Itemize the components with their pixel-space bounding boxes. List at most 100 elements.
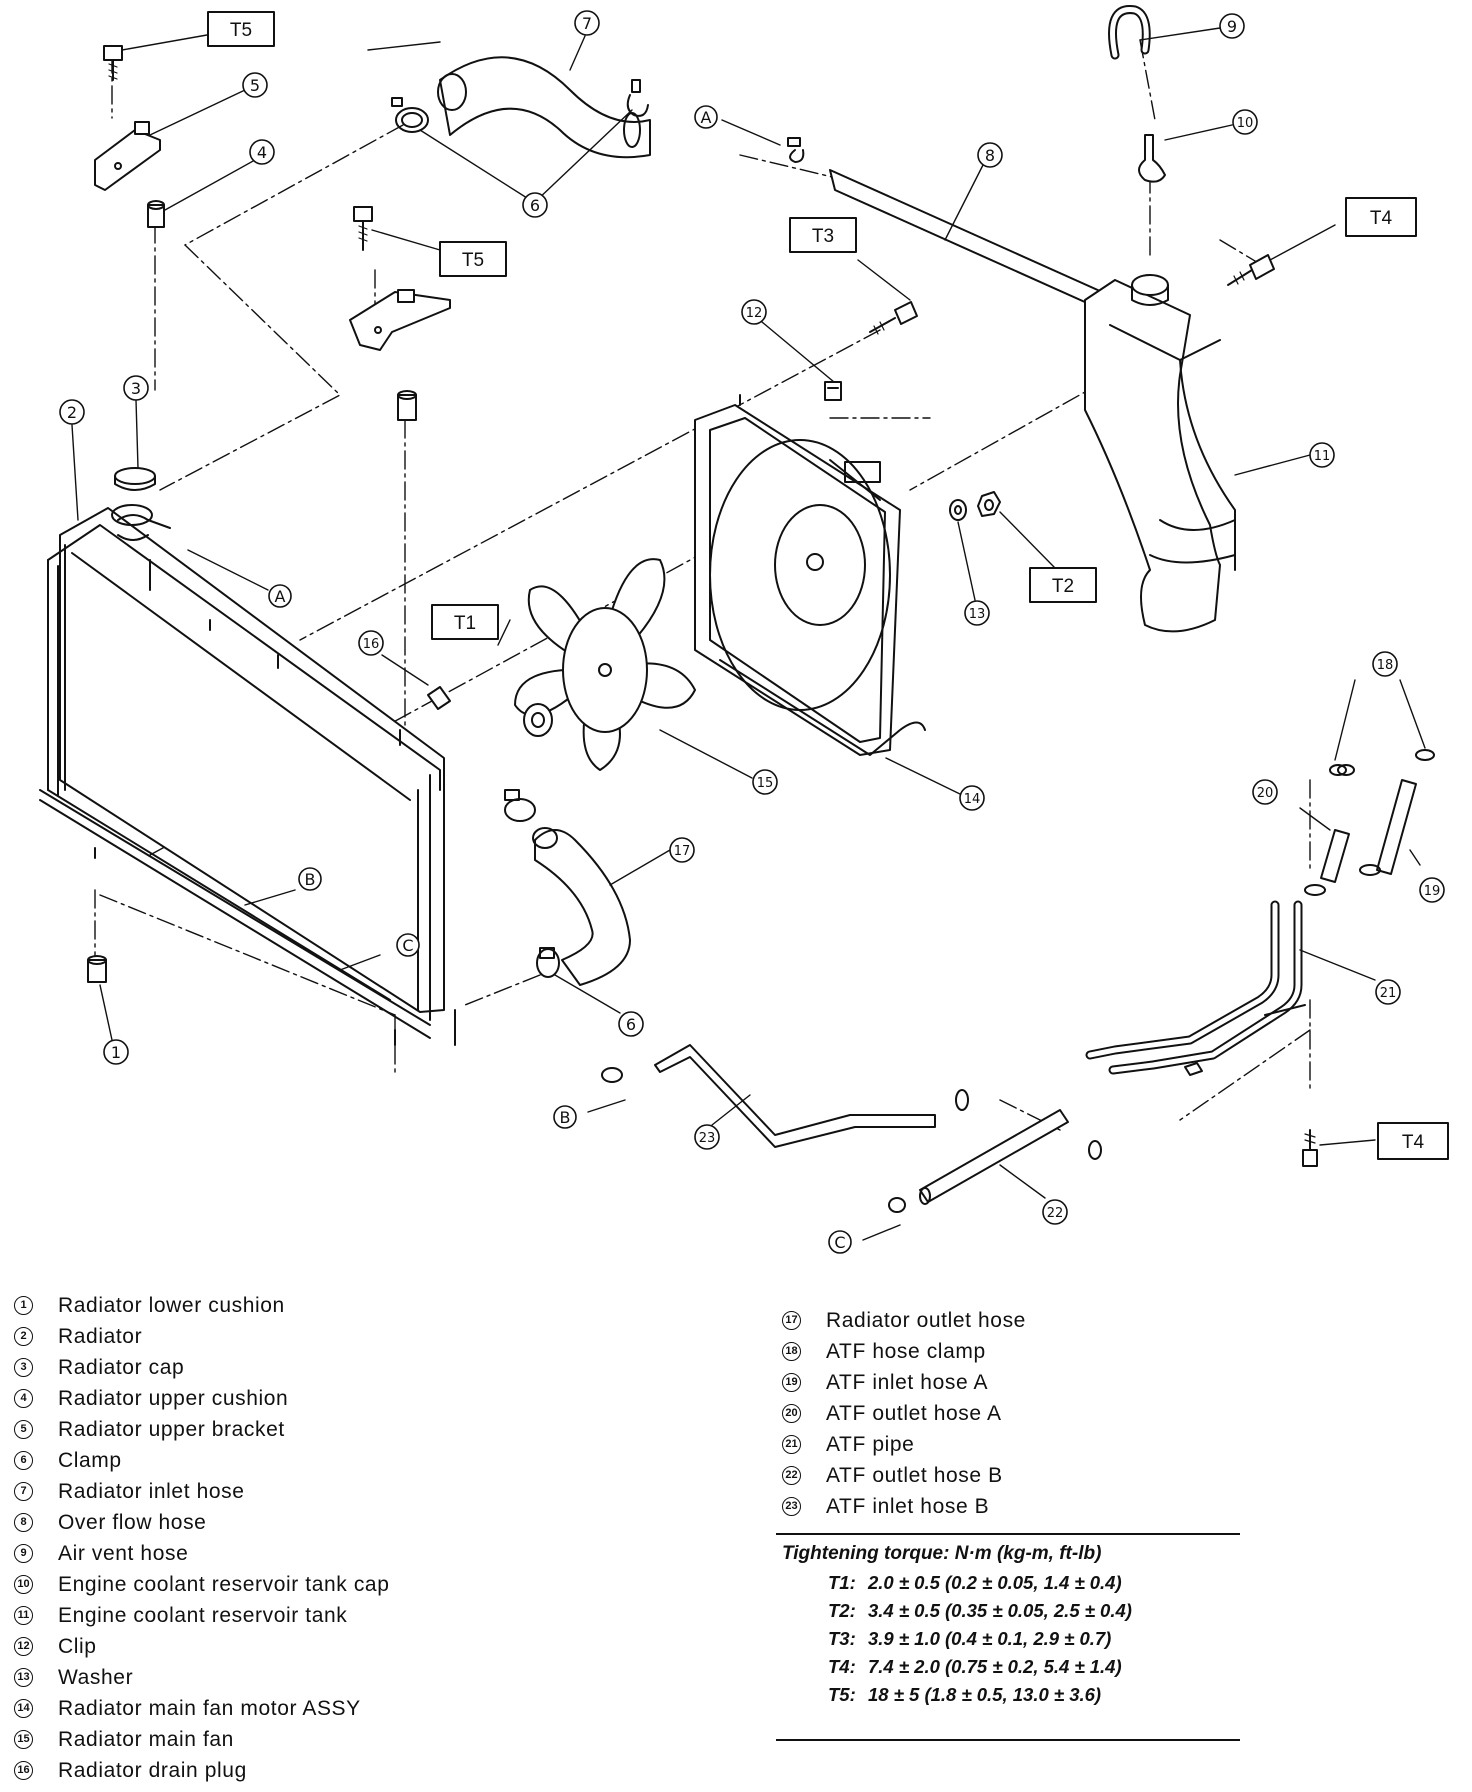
reservoir-tank-cap [1138,134,1166,183]
nut-t2 [977,491,1001,517]
clamp-6-upper-right [626,79,649,117]
radiator-lower-cushion [87,955,107,983]
clamp-6-outlet-lower [536,947,560,978]
engine-coolant-reservoir-tank [1084,274,1236,633]
ref-c-hose [828,1230,852,1254]
bolt-t3 [869,301,918,335]
callout-11 [1309,442,1335,468]
radiator [39,504,456,1046]
bolt-t4-tank [1227,254,1275,286]
torque-row: T2:3.4 ± 0.5 (0.35 ± 0.05, 2.5 ± 0.4) [828,1600,1132,1621]
callout-21 [1375,979,1401,1005]
svg-text:8: 8 [985,146,995,165]
torque-box-t3 [789,217,857,253]
callout-6-mid [618,1011,644,1037]
svg-text:20: 20 [1257,786,1274,801]
callout-17 [669,837,695,863]
svg-text:11: 11 [1314,449,1331,464]
leader-lines [71,27,1426,1241]
radiator-upper-cushion-right [397,390,417,421]
svg-text:A: A [701,108,712,127]
torque-box-t5-top [207,11,275,47]
tightening-torque-table: Tightening torque: N·m (kg-m, ft-lb) T1:… [776,1533,1240,1741]
callout-19 [1419,877,1445,903]
svg-text:T5: T5 [230,20,252,41]
atf-outlet-hose-b [919,1109,1069,1205]
torque-row: T4:7.4 ± 2.0 (0.75 ± 0.2, 5.4 ± 1.4) [828,1656,1122,1677]
callout-18 [1372,651,1398,677]
svg-text:12: 12 [746,306,763,321]
callout-1 [103,1039,129,1065]
divider [776,1739,1240,1741]
air-vent-hose [1108,5,1151,60]
ref-c-radiator [396,933,420,957]
svg-text:19: 19 [1424,884,1441,899]
connection-refs: A A B B C C [268,105,852,1254]
svg-text:2: 2 [67,403,77,422]
svg-text:23: 23 [699,1131,716,1146]
exploded-view-diagram: T5 T5 T3 T4 T1 T2 T4 A A B B C C 1 2 3 [39,5,1449,1254]
svg-text:A: A [275,587,286,606]
svg-text:T5: T5 [462,250,484,271]
ref-a-radiator [268,584,292,608]
radiator-upper-cushion-left [147,200,165,228]
svg-text:6: 6 [626,1015,636,1034]
callout-14 [959,785,985,811]
callout-13 [964,600,990,626]
svg-text:T2: T2 [1052,576,1074,597]
bolt-t5-left [103,45,123,81]
svg-text:B: B [560,1108,571,1127]
svg-text:C: C [402,936,413,955]
clamp-6-outlet-upper [504,789,536,822]
callout-15 [752,769,778,795]
radiator-drain-plug [427,686,451,710]
torque-box-t5-mid [439,241,507,277]
atf-outlet-hose-a [1320,829,1350,883]
torque-box-t4-tank [1345,197,1417,237]
svg-text:T3: T3 [812,226,834,247]
torque-title: Tightening torque: N·m (kg-m, ft-lb) [782,1543,1102,1564]
svg-text:T4: T4 [1402,1132,1425,1153]
washer [949,499,967,521]
torque-boxes: T5 T5 T3 T4 T1 T2 T4 [207,11,1449,1160]
svg-text:14: 14 [964,792,981,807]
radiator-main-fan-motor-assy [694,394,926,756]
bolt-t5-right [353,206,373,251]
svg-text:22: 22 [1047,1206,1064,1221]
svg-text:10: 10 [1237,116,1254,131]
callout-23 [694,1124,720,1150]
callout-7 [574,10,600,36]
svg-text:21: 21 [1380,986,1397,1001]
ref-a-top [694,105,718,129]
ref-b-radiator [298,867,322,891]
ref-b-hose [553,1105,577,1129]
svg-text:17: 17 [674,844,691,859]
svg-text:9: 9 [1227,17,1237,36]
callout-2 [59,399,85,425]
callout-5 [242,72,268,98]
radiator-inlet-hose [437,56,651,159]
torque-box-t4-pipe [1377,1122,1449,1160]
svg-text:C: C [834,1233,845,1252]
callout-20 [1252,779,1278,805]
svg-text:16: 16 [363,637,380,652]
svg-text:T1: T1 [454,613,476,634]
callout-3 [123,375,149,401]
divider [776,1533,1240,1535]
torque-row: T1:2.0 ± 0.5 (0.2 ± 0.05, 1.4 ± 0.4) [828,1572,1122,1593]
svg-text:6: 6 [530,196,540,215]
